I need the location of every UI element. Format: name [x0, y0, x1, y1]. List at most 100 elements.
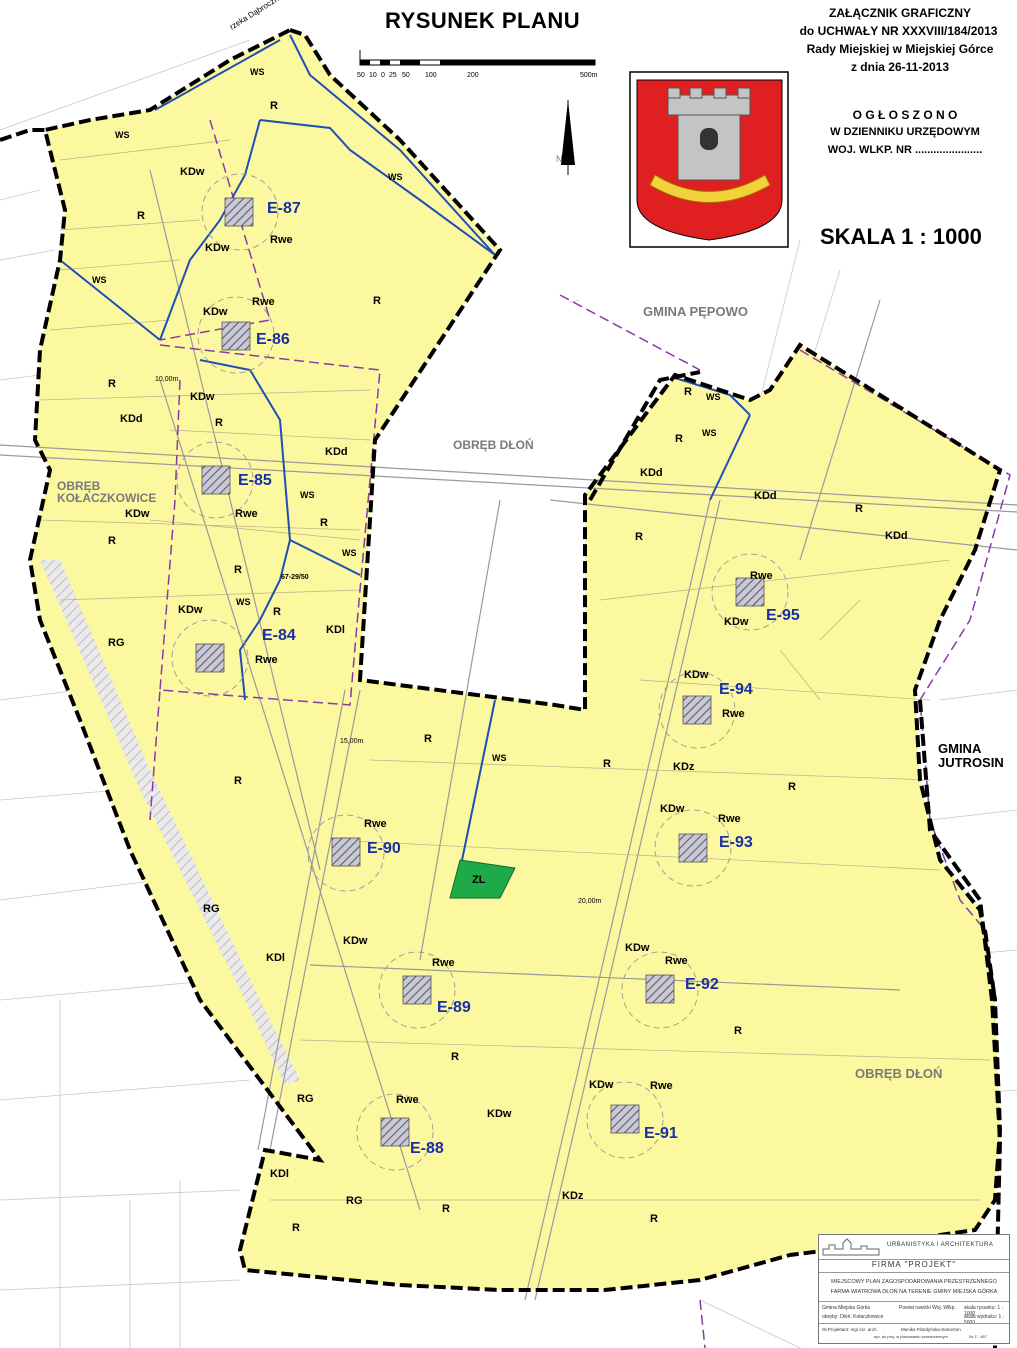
north-arrow-icon [561, 100, 575, 175]
zone-label: Rwe [235, 508, 258, 520]
announce-line1: O G Ł O S Z O N O [852, 108, 958, 122]
turbine-label: E-85 [238, 472, 272, 489]
zone-label: KDl [270, 1168, 289, 1180]
zone-label: KDw [660, 803, 685, 815]
firm-name: FIRMA "PROJEKT" [819, 1260, 1009, 1273]
water-courses [59, 34, 751, 871]
tb-row1-b: Powiat rawicki Woj. Wlkp. [899, 1305, 956, 1311]
scale-tick: 500m [580, 72, 598, 79]
region-obreb-dlon-center: OBRĘB DŁOŃ [453, 438, 534, 452]
zone-label: R [650, 1213, 658, 1225]
zone-label: WS [706, 392, 721, 402]
zone-label: KDz [673, 761, 695, 773]
rg-strip [40, 560, 300, 1085]
zone-label: Rwe [750, 570, 773, 582]
region-obreb-kolaczkowice-2: KOŁACZKOWICE [57, 491, 157, 505]
zone-label: R [320, 517, 328, 529]
turbine-label: E-95 [766, 607, 800, 624]
zone-label: KDd [325, 446, 348, 458]
attachment-line3: Rady Miejskiej w Miejskiej Górce [806, 42, 994, 56]
turbine-label: E-88 [410, 1140, 444, 1157]
zone-label: RG [297, 1093, 314, 1105]
zone-label: R [442, 1203, 450, 1215]
zone-label: KDl [326, 624, 345, 636]
turbine-label: E-90 [367, 840, 401, 857]
attachment-line1: ZAŁĄCZNIK GRAFICZNY [829, 6, 971, 20]
turbine-squares [195, 197, 765, 1147]
zone-label: R [108, 378, 116, 390]
title-block-header: URBANISTYKA I ARCHITEKTURA [819, 1235, 1009, 1260]
turbine-label: E-94 [719, 681, 753, 698]
zone-label: WS [388, 172, 403, 182]
zone-label: R [424, 733, 432, 745]
turbine-label: E-91 [644, 1125, 678, 1142]
coat-of-arms-icon [629, 71, 789, 248]
zone-label: KDw [178, 604, 203, 616]
turbine-square [195, 643, 225, 673]
excluded-enclave [360, 250, 675, 710]
turbine-square [380, 1117, 410, 1147]
scale-bar [359, 50, 596, 66]
turbine-label: E-84 [262, 627, 296, 644]
zone-label: KDd [640, 467, 663, 479]
plan-boundary-right [918, 699, 1003, 1348]
plan-line2: FARMA WIATROWA DŁOŃ NA TERENIE GMINY MIE… [830, 1289, 998, 1295]
tb-row1-a: Gmina Miejska Górka [822, 1305, 871, 1311]
zone-label: R [234, 775, 242, 787]
zone-label: KDd [754, 490, 777, 502]
region-gmina-pepowo: GMINA PĘPOWO [643, 304, 748, 319]
zone-label: R [734, 1025, 742, 1037]
skyline-icon [822, 1238, 880, 1256]
zone-label: Rwe [270, 234, 293, 246]
turbine-label: E-86 [256, 331, 290, 348]
zone-label: Rwe [255, 654, 278, 666]
zone-label: WS [92, 275, 107, 285]
scale-tick: 100 [425, 72, 437, 79]
tb-row3-d: Nr Z - 467 [969, 1334, 988, 1339]
firm-top: URBANISTYKA I ARCHITEKTURA [887, 1242, 994, 1248]
scale-text: SKALA 1 : 1000 [820, 224, 982, 249]
zone-label: R [451, 1051, 459, 1063]
zone-label: Rwe [364, 818, 387, 830]
attachment-line2: do UCHWAŁY NR XXXVIII/184/2013 [799, 24, 998, 38]
zone-label: KDd [120, 413, 143, 425]
turbine-label: E-87 [267, 200, 301, 217]
tb-row3-c: upr. do proj. w planowaniu przestrzennym [874, 1334, 948, 1339]
zone-label: R [603, 758, 611, 770]
road-dim: 15,00m [340, 738, 364, 745]
title-block: URBANISTYKA I ARCHITEKTURA FIRMA "PROJEK… [818, 1234, 1010, 1344]
region-gmina-jutrosin-1: GMINA [938, 741, 982, 756]
turbine-square [201, 465, 231, 495]
zone-label: R [635, 531, 643, 543]
turbine-square [678, 833, 708, 863]
zone-label: R [788, 781, 796, 793]
zone-label: Rwe [665, 955, 688, 967]
tb-row2-c: skala wydruku: 1 : 5000 [964, 1314, 1005, 1326]
zone-label: RG [203, 903, 220, 915]
zone-label: WS [115, 130, 130, 140]
zone-label: KDw [125, 508, 150, 520]
north-label: N [556, 154, 563, 164]
turbine-label: E-93 [719, 834, 753, 851]
zone-label: R [675, 433, 683, 445]
tb-row3-a: Gł.Projektant: mgr inż. arch. [822, 1327, 878, 1332]
scale-tick: 0 [381, 72, 385, 79]
zone-label: 67-29/50 [281, 574, 309, 581]
zone-label: ZL [472, 874, 486, 886]
turbine-square [645, 974, 675, 1004]
zone-label: Rwe [718, 813, 741, 825]
zone-label: KDw [205, 242, 230, 254]
zone-label: KDd [885, 530, 908, 542]
attachment-line4: z dnia 26-11-2013 [850, 60, 950, 74]
zone-label: Rwe [252, 296, 275, 308]
zone-label: R [855, 503, 863, 515]
scale-tick: 10 [369, 72, 377, 79]
zone-label: RG [108, 637, 125, 649]
road-dim: 10,00m [155, 376, 179, 383]
zone-label: KDw [190, 391, 215, 403]
zone-label: R [108, 535, 116, 547]
zone-label: R [137, 210, 145, 222]
scale-tick: 50 [357, 72, 365, 79]
turbine-square [682, 695, 712, 725]
